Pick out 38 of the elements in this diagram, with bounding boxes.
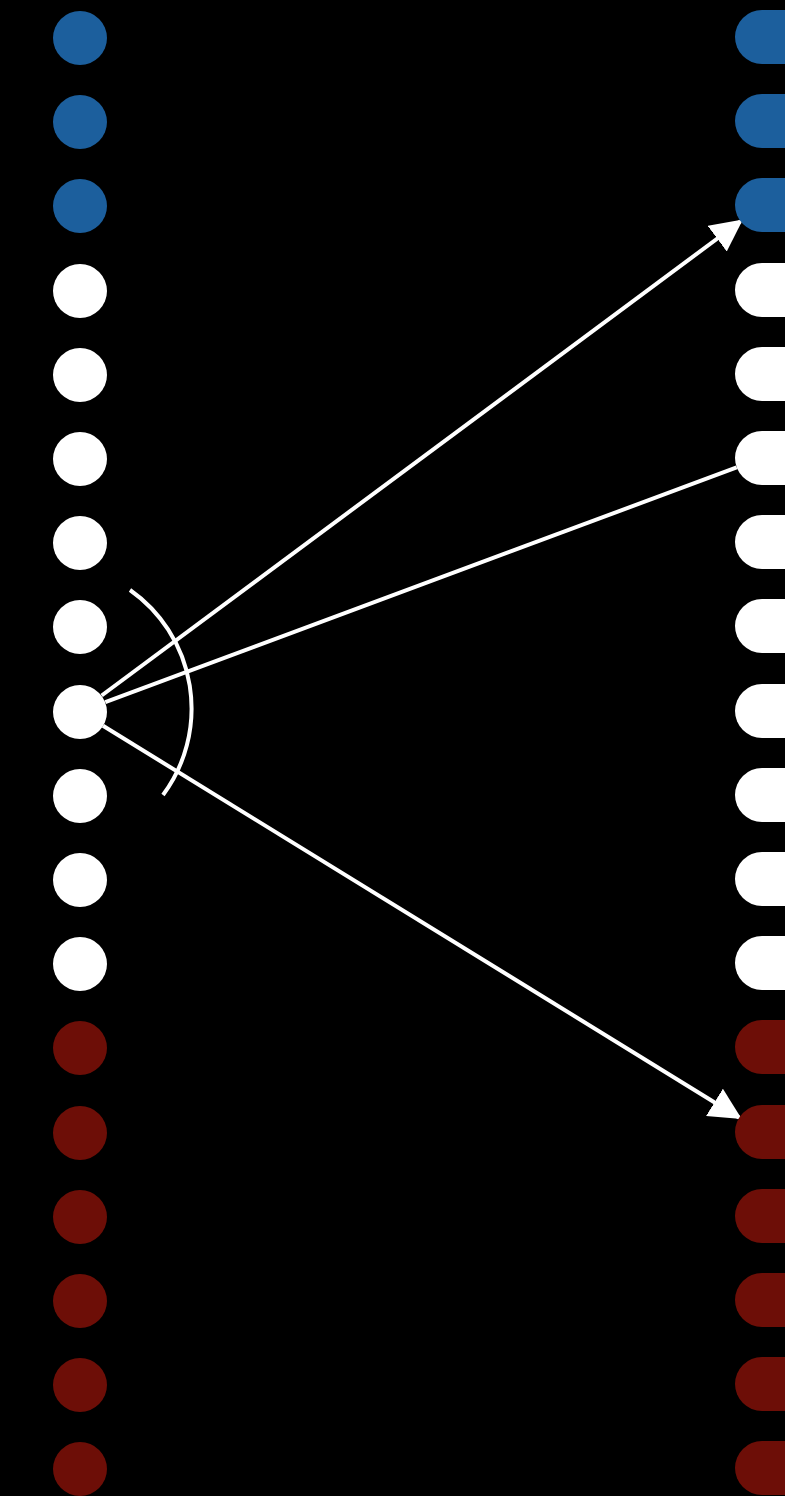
arrow — [101, 724, 742, 1120]
circle-dot — [735, 1357, 785, 1412]
circle-dot — [735, 1273, 785, 1327]
circle-dot — [735, 1188, 785, 1243]
circle-dot — [735, 94, 785, 149]
circle-dot — [735, 262, 785, 317]
circle-dot — [735, 683, 785, 738]
circle-dot — [53, 11, 107, 65]
arrow — [100, 219, 743, 698]
circle-dot — [735, 936, 785, 991]
circle-dot — [53, 347, 107, 402]
circle-dot — [53, 1442, 107, 1496]
circle-dot — [53, 1274, 107, 1328]
circle-dot — [53, 1021, 107, 1076]
circle-dot — [735, 431, 785, 485]
circle-dot — [735, 1020, 785, 1075]
circle-dot — [53, 768, 107, 823]
circle-dot — [53, 684, 107, 739]
circle-dot — [53, 95, 107, 150]
circle-dot — [53, 263, 107, 318]
circle-dot — [53, 516, 107, 571]
circle-dot — [735, 178, 785, 233]
circle-dot — [53, 1358, 107, 1413]
circle-dot — [735, 1104, 785, 1159]
circle-dot — [53, 179, 107, 234]
circle-dot — [53, 600, 107, 655]
circle-dot — [53, 853, 107, 907]
circle-dot — [53, 937, 107, 992]
circle-dot — [735, 10, 785, 64]
circle-dot — [735, 346, 785, 401]
circle-dot — [735, 1441, 785, 1496]
circle-dot — [735, 852, 785, 906]
circle-dot — [735, 515, 785, 570]
circle-dot — [735, 767, 785, 822]
circle-dot — [53, 432, 107, 486]
circle-dot — [53, 1105, 107, 1160]
circle-dot — [735, 599, 785, 654]
circle-dot — [53, 1189, 107, 1244]
